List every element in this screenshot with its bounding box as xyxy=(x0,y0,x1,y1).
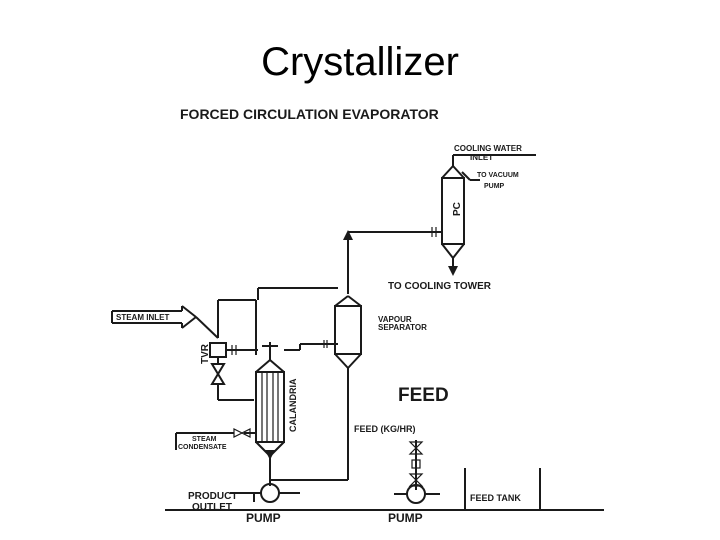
calandria-label: CALANDRIA xyxy=(288,378,298,432)
feed-pump xyxy=(394,484,440,504)
separator-label: SEPARATOR xyxy=(378,323,427,332)
cooling-water-inlet-label: INLET xyxy=(470,153,493,162)
to-vacuum-label: TO VACUUM xyxy=(477,172,519,179)
steam-inlet-arrow xyxy=(111,305,219,339)
tvr-unit xyxy=(209,342,258,401)
product-pump xyxy=(230,483,300,503)
condensate-label: CONDENSATE xyxy=(178,444,227,451)
outlet-label: OUTLET xyxy=(192,502,232,513)
feed-label: FEED xyxy=(398,385,449,406)
recirculation-line xyxy=(270,368,349,481)
steam-condensate-line xyxy=(175,428,256,450)
vapour-label: VAPOUR xyxy=(378,315,412,324)
feed-tank xyxy=(464,468,541,510)
tvr-loop xyxy=(217,287,338,355)
vacuum-pump-label: PUMP xyxy=(484,183,505,190)
feed-line xyxy=(408,440,424,490)
feed-tank-label: FEED TANK xyxy=(470,493,521,503)
product-label: PRODUCT xyxy=(188,491,237,502)
pump-right-label: PUMP xyxy=(388,511,423,525)
pump-left-label: PUMP xyxy=(246,511,281,525)
calandria xyxy=(255,342,338,486)
tvr-label: TVR xyxy=(200,343,211,364)
to-cooling-tower-label: TO COOLING TOWER xyxy=(388,281,492,292)
steam-inlet-label: STEAM INLET xyxy=(116,313,169,322)
feed-rate-label: FEED (KG/HR) xyxy=(354,424,416,434)
slide-title: Crystallizer xyxy=(261,40,459,84)
cooling-water-label: COOLING WATER xyxy=(454,144,522,153)
pc-label: PC xyxy=(452,202,463,216)
diagram-heading: FORCED CIRCULATION EVAPORATOR xyxy=(180,106,439,122)
vapour-separator xyxy=(323,295,362,369)
steam-label: STEAM xyxy=(192,436,217,443)
pre-condenser xyxy=(441,154,536,276)
vapour-line xyxy=(343,227,442,294)
